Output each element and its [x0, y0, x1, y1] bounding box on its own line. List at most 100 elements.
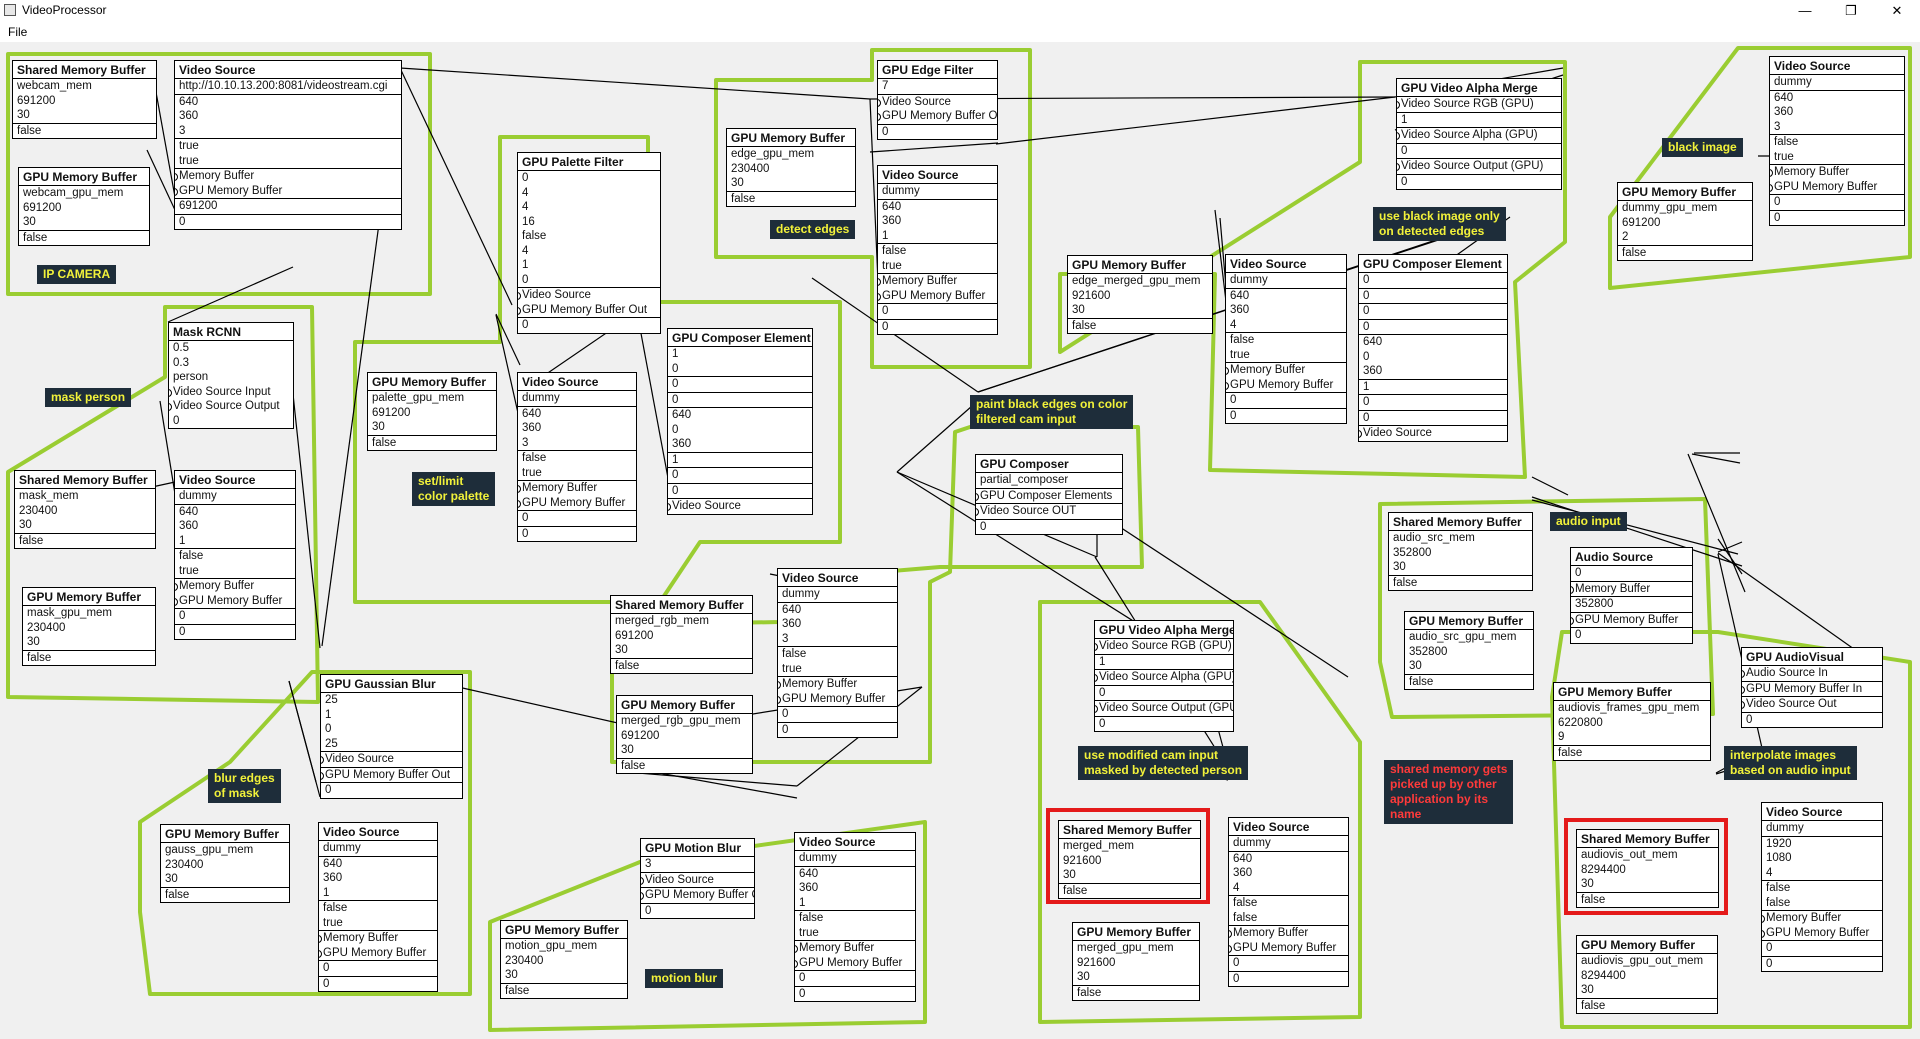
input-port-icon[interactable] [175, 597, 178, 606]
node-field[interactable]: Video Source [321, 751, 462, 767]
node-field[interactable]: motion_gpu_mem [501, 939, 627, 954]
node-field[interactable]: 0 [518, 525, 636, 542]
node-field[interactable]: 3 [175, 124, 401, 139]
node-field[interactable]: false [23, 649, 155, 666]
node-field[interactable]: Video Source RGB (GPU) [1095, 639, 1233, 654]
node-field[interactable]: 3 [641, 857, 754, 872]
menu-file[interactable]: File [8, 25, 28, 39]
node-field[interactable]: Video Source Alpha (GPU) [1397, 127, 1561, 143]
node-field[interactable]: 0.5 [169, 341, 293, 356]
node-field[interactable]: 640 [1359, 334, 1507, 350]
node-field[interactable]: 0 [795, 985, 915, 1002]
node-field[interactable]: 0 [1359, 318, 1507, 335]
node-field[interactable]: false [1762, 880, 1882, 896]
node-field[interactable]: dummy [1762, 821, 1882, 836]
node-field[interactable]: 3 [518, 436, 636, 451]
node-field[interactable]: 2 [1618, 230, 1752, 245]
node-field[interactable]: false [1577, 997, 1717, 1014]
node-field[interactable]: GPU Memory Buffer Out [518, 303, 660, 318]
input-port-icon[interactable] [1770, 183, 1773, 192]
node-field[interactable]: edge_merged_gpu_mem [1068, 274, 1212, 289]
node-field[interactable]: Memory Buffer [1229, 925, 1348, 941]
node-field[interactable]: 4 [518, 200, 660, 215]
node-field[interactable]: 0.3 [169, 356, 293, 371]
node-field[interactable]: 230400 [161, 858, 289, 873]
node-field[interactable]: merged_gpu_mem [1073, 941, 1199, 956]
node-field[interactable]: false [161, 886, 289, 903]
node-field[interactable]: audiovis_gpu_out_mem [1577, 954, 1717, 969]
node-field[interactable]: Video Source OUT [976, 503, 1122, 519]
node-field[interactable]: 1 [518, 258, 660, 273]
node-field[interactable]: false [617, 757, 752, 774]
input-port-icon[interactable] [169, 388, 172, 397]
node-field[interactable]: 640 [1229, 850, 1348, 867]
node-field[interactable]: 0 [1359, 273, 1507, 288]
node-field[interactable]: false [1405, 673, 1533, 690]
node-field[interactable]: dummy [878, 184, 997, 199]
node-field[interactable]: 1 [1095, 653, 1233, 670]
node-field[interactable]: 8294400 [1577, 969, 1717, 984]
node-field[interactable]: 4 [518, 186, 660, 201]
node-field[interactable]: false [1770, 134, 1904, 150]
node-field[interactable]: edge_gpu_mem [727, 147, 855, 162]
node-field[interactable]: GPU Composer Elements [976, 487, 1122, 504]
node-field[interactable]: 0 [1359, 287, 1507, 304]
node-field[interactable]: false [1618, 244, 1752, 261]
node-field[interactable]: Memory Buffer [518, 480, 636, 496]
node-field[interactable]: Video Source Output (GPU) [1095, 700, 1233, 716]
node-field[interactable]: GPU Memory Buffer [175, 184, 401, 199]
node-field[interactable]: 0 [1770, 209, 1904, 226]
node-field[interactable]: 691200 [13, 94, 156, 109]
node-field[interactable]: GPU Memory Buffer [175, 594, 295, 609]
node-field[interactable]: 691200 [19, 201, 149, 216]
input-port-icon[interactable] [1095, 643, 1098, 651]
node-field[interactable]: 8294400 [1577, 863, 1718, 878]
node-field[interactable]: Video Source Out [1742, 696, 1882, 712]
node-field[interactable]: 0 [668, 362, 812, 377]
node-field[interactable]: 640 [795, 865, 915, 882]
node-field[interactable]: 640 [518, 405, 636, 422]
node-field[interactable]: 30 [1577, 877, 1718, 892]
node-field[interactable]: 30 [1073, 970, 1199, 985]
input-port-icon[interactable] [518, 485, 521, 493]
node-field[interactable]: 0 [878, 123, 997, 140]
node-field[interactable]: false [13, 122, 156, 139]
input-port-icon[interactable] [175, 583, 178, 591]
node-field[interactable]: Video Source RGB (GPU) [1397, 97, 1561, 112]
node-field[interactable]: false [1229, 895, 1348, 911]
node-field[interactable]: 691200 [1618, 216, 1752, 231]
node-field[interactable]: 352800 [1389, 546, 1532, 561]
node-field[interactable]: 921600 [1073, 956, 1199, 971]
node-field[interactable]: Memory Buffer [1762, 910, 1882, 926]
node-field[interactable]: 30 [368, 420, 496, 435]
node-field[interactable]: 4 [1226, 318, 1346, 333]
node-field[interactable]: 3 [1770, 120, 1904, 135]
node-field[interactable]: 360 [778, 617, 897, 632]
node-field[interactable]: 360 [1229, 866, 1348, 881]
node-field[interactable]: 30 [23, 635, 155, 650]
node-field[interactable]: 0 [1226, 407, 1346, 424]
input-port-icon[interactable] [976, 492, 979, 501]
node-field[interactable]: GPU Memory Buffer Out [641, 887, 754, 903]
node-field[interactable]: audio_src_mem [1389, 531, 1532, 546]
node-field[interactable]: 1 [175, 534, 295, 549]
node-field[interactable]: 0 [668, 482, 812, 499]
node-field[interactable]: true [175, 154, 401, 169]
node-field[interactable]: false [1229, 911, 1348, 926]
node-field[interactable]: Video Source Input [169, 385, 293, 400]
node-field[interactable]: false [501, 982, 627, 999]
node-field[interactable]: 360 [175, 519, 295, 534]
node-field[interactable]: audiovis_out_mem [1577, 848, 1718, 863]
node-field[interactable]: dummy [175, 489, 295, 504]
input-port-icon[interactable] [321, 771, 324, 780]
node-field[interactable]: 1 [1359, 378, 1507, 395]
